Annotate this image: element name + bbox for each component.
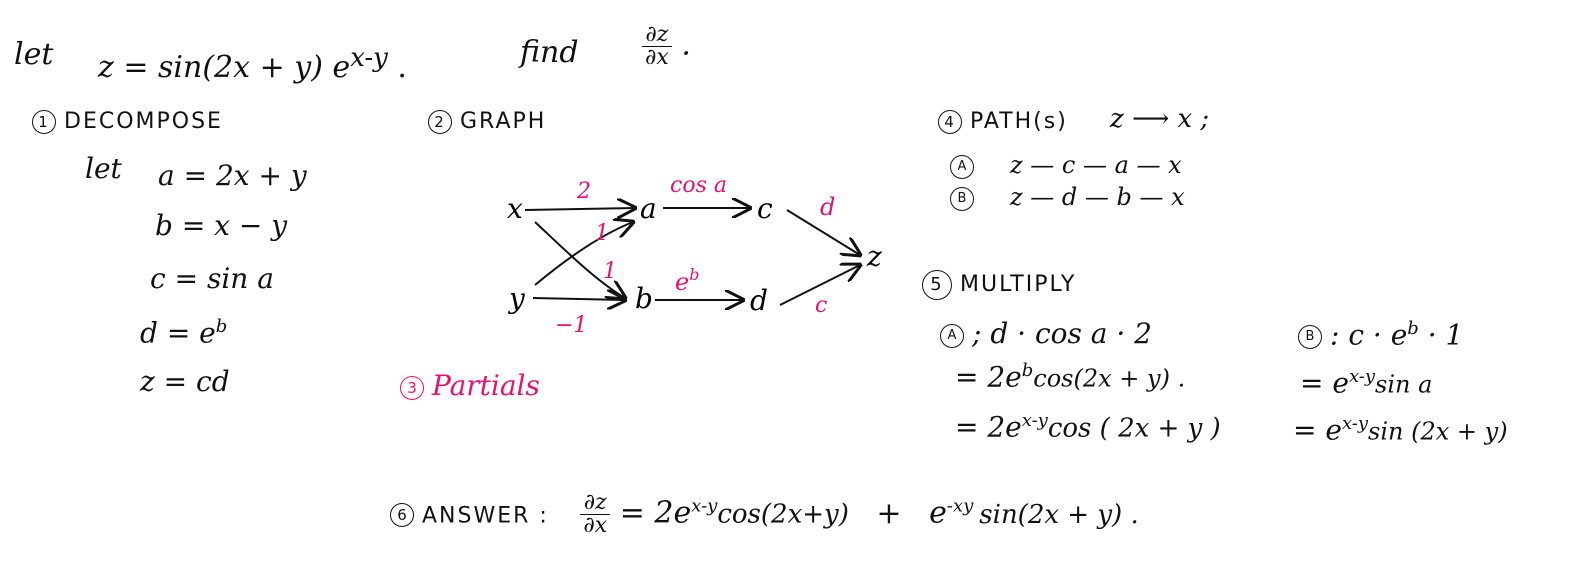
multiply-b-exp-3: x-y xyxy=(1341,413,1369,434)
multiply-b-text-3: = e xyxy=(1293,413,1342,447)
multiply-a-exp-2: b xyxy=(1021,360,1034,381)
node-x: x xyxy=(507,192,523,225)
answer-term1-tail: cos(2x+y) xyxy=(717,499,849,530)
answer-term2-tail: sin(2x + y) . xyxy=(979,499,1139,530)
decompose-let: let xyxy=(85,152,122,185)
multiply-mark-a: A xyxy=(940,323,964,348)
decompose-line-d: d = eb xyxy=(140,318,227,347)
label-d-z: c xyxy=(815,293,827,318)
problem-derivative: ∂z∂x . xyxy=(642,24,691,69)
multiply-mark-b: B xyxy=(1298,324,1322,349)
decompose-line-b: b = x − y xyxy=(155,209,288,242)
problem-find: find xyxy=(520,35,579,70)
multiply-heading: 5 MULTIPLY xyxy=(922,270,1076,300)
decompose-d-text: d = e xyxy=(140,316,216,350)
edge-y-b xyxy=(532,298,625,300)
answer-derivative: ∂z∂x xyxy=(580,492,611,538)
node-b: b xyxy=(635,282,653,315)
answer-term2: e xyxy=(929,495,947,531)
decompose-line-c: c = sin a xyxy=(150,262,274,295)
decompose-heading: 1 DECOMPOSE xyxy=(32,110,223,134)
multiply-a-line-2: = 2ebcos(2x + y) . xyxy=(955,362,1185,391)
graph-title: GRAPH xyxy=(460,109,547,134)
multiply-a-text-3: = 2e xyxy=(955,410,1022,444)
multiply-b-tail-3: sin (2x + y) xyxy=(1368,417,1508,446)
paths-heading: 4 PATH(s) xyxy=(938,110,1068,134)
answer-plus: + xyxy=(876,495,902,531)
paths-relation: z ⟶ x ; xyxy=(1110,104,1210,134)
label-a-c: cos a xyxy=(670,173,727,198)
multiply-a-tail-2: cos(2x + y) . xyxy=(1033,364,1186,393)
step-number: 4 xyxy=(938,110,962,134)
multiply-b-line-2: = ex-ysin a xyxy=(1300,368,1432,397)
step-number: 3 xyxy=(400,375,424,400)
node-d: d xyxy=(750,284,768,317)
multiply-b-tail-1: · 1 xyxy=(1418,318,1464,352)
path-mark-a: A xyxy=(950,154,974,179)
equation-text: z = sin(2x + y) e xyxy=(98,50,351,85)
computation-graph: x y a b c d z 2 1 1 −1 cos a eb d c xyxy=(507,173,882,338)
label-y-b: −1 xyxy=(555,313,587,338)
multiply-b-line-3: = ex-ysin (2x + y) xyxy=(1293,415,1508,444)
node-z: z xyxy=(866,240,882,273)
partials-title: Partials xyxy=(432,369,540,402)
answer-title: ANSWER : xyxy=(422,503,549,529)
step-number: 2 xyxy=(428,110,452,134)
answer-deriv-bottom: ∂x xyxy=(583,513,608,538)
problem-equation: z = sin(2x + y) ex-y . xyxy=(98,43,407,85)
deriv-bottom: ∂x xyxy=(645,45,669,70)
label-b-d: eb xyxy=(675,265,699,296)
decompose-title: DECOMPOSE xyxy=(64,109,223,134)
label-c-z: d xyxy=(820,193,835,221)
answer-equals: = xyxy=(619,495,645,531)
label-x-b: 1 xyxy=(603,259,617,284)
step-number: 6 xyxy=(390,502,414,527)
multiply-b-tail-2: sin a xyxy=(1375,370,1433,399)
node-y: y xyxy=(507,282,526,315)
step-number: 1 xyxy=(32,110,56,134)
partials-heading: 3 Partials xyxy=(400,372,540,400)
edge-x-a xyxy=(524,208,635,210)
path-a-text: z — c — a — x xyxy=(1010,151,1182,179)
decompose-line-a: a = 2x + y xyxy=(158,159,307,192)
multiply-a-text-2: = 2e xyxy=(955,360,1022,394)
answer-term1-exp: x-y xyxy=(691,495,718,517)
path-b-text: z — d — b — x xyxy=(1010,183,1185,211)
equation-exponent: x-y xyxy=(350,43,388,73)
decompose-line-z: z = cd xyxy=(140,365,230,398)
answer-term2-exp: -xy xyxy=(946,495,974,517)
multiply-a-exp-3: x-y xyxy=(1021,410,1048,431)
multiply-b-text-2: = e xyxy=(1300,366,1349,400)
node-a: a xyxy=(640,192,657,225)
label-x-a: 2 xyxy=(576,179,591,204)
multiply-b-text-1: : c · e xyxy=(1330,318,1408,352)
label-y-a: 1 xyxy=(595,221,609,246)
answer-deriv-top: ∂z xyxy=(580,492,611,515)
decompose-d-exp: b xyxy=(215,316,228,337)
multiply-b-exp-1: b xyxy=(1407,318,1419,339)
graph-heading: 2 GRAPH xyxy=(428,110,546,134)
path-mark-b: B xyxy=(950,186,974,211)
deriv-top: ∂z xyxy=(642,24,672,47)
answer-term1: 2e xyxy=(654,495,692,531)
edge-d-z xyxy=(779,265,860,306)
step-number: 5 xyxy=(922,270,952,300)
paths-title: PATH(s) xyxy=(970,109,1068,134)
multiply-a-tail-3: cos ( 2x + y ) xyxy=(1047,413,1221,444)
edge-y-a xyxy=(534,222,633,286)
multiply-b-line-1: B : c · eb · 1 xyxy=(1298,320,1463,349)
node-c: c xyxy=(757,192,773,225)
multiply-a-text-1: ; d · cos a · 2 xyxy=(972,317,1152,350)
multiply-a-line-1: A ; d · cos a · 2 xyxy=(940,320,1152,348)
multiply-b-exp-2: x-y xyxy=(1348,366,1376,387)
multiply-a-line-3: = 2ex-ycos ( 2x + y ) xyxy=(955,410,1221,444)
edge-c-z xyxy=(786,209,860,255)
multiply-title: MULTIPLY xyxy=(960,272,1077,297)
problem-let: let xyxy=(14,37,54,72)
